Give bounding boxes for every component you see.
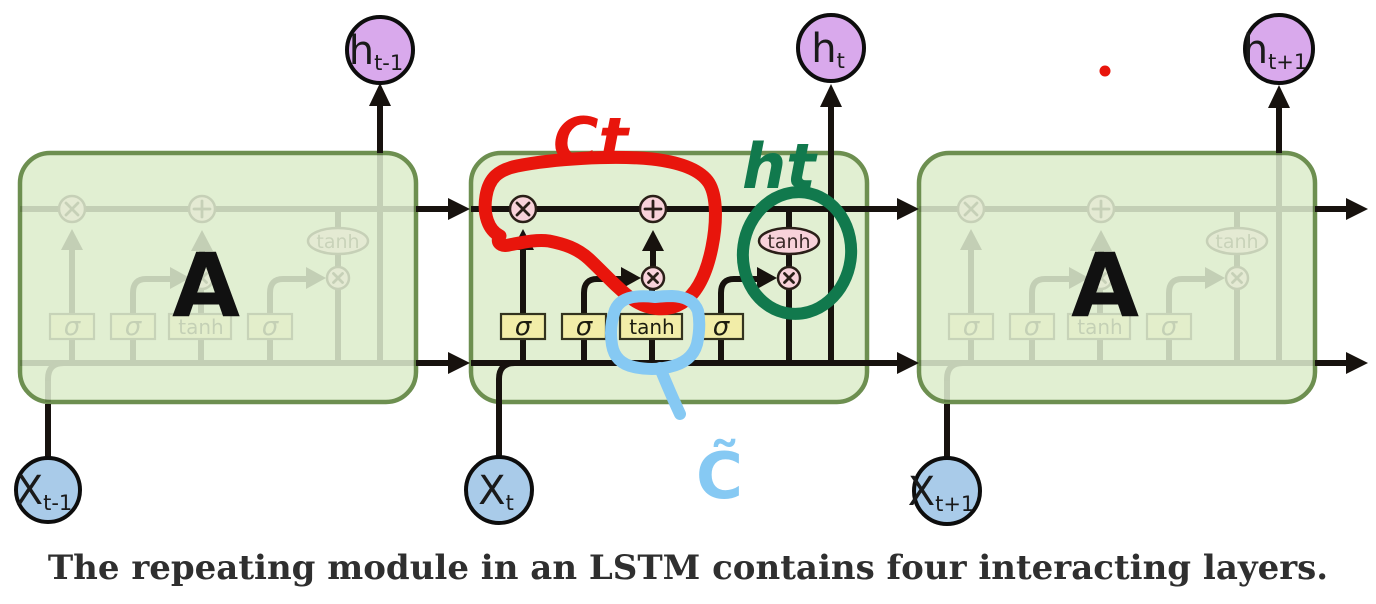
module-current: σ σ tanh σ tanh <box>471 153 868 402</box>
tanh-oval-label: tanh <box>767 231 810 253</box>
io-links: ht-1 ht ht+1 Xt-1 Xt Xt+1 <box>14 13 1315 526</box>
hand-annotations: Ct ht C̃ <box>478 65 1111 514</box>
sigma-gate-label: σ <box>64 312 82 342</box>
hidden-state-annotation: ht <box>742 130 818 203</box>
h-next-circle <box>1243 13 1315 85</box>
sigma-gate-label: σ <box>1024 312 1042 342</box>
x-next-circle <box>912 456 982 526</box>
candidate-gate-label: tanh <box>629 315 674 339</box>
connector-arrows <box>416 198 1368 374</box>
cell-state-annotation: Ct <box>553 104 631 177</box>
sigma-gate-label: σ <box>262 312 280 342</box>
module-next: σ σ tanh σ tanh A <box>919 153 1316 402</box>
hidden-state-loop <box>736 186 858 320</box>
module-internals-ghost: σ σ tanh σ tanh <box>919 153 1316 402</box>
cell-state-loop <box>478 150 722 316</box>
module-internals-ghost: σ σ tanh σ tanh <box>20 153 417 402</box>
h-prev-circle <box>345 15 415 85</box>
tanh-oval-label: tanh <box>316 231 359 253</box>
input-gate-label: σ <box>576 312 594 342</box>
x-next-label: Xt+1 <box>908 469 975 516</box>
caption: The repeating module in an LSTM contains… <box>48 548 1328 588</box>
x-t-circle <box>464 455 534 525</box>
h-t-label: ht <box>811 26 845 73</box>
tanh-oval-label: tanh <box>1215 231 1258 253</box>
h-prev-label: ht-1 <box>349 28 404 75</box>
h-next-label: ht+1 <box>1243 27 1308 74</box>
x-prev-circle <box>14 456 82 524</box>
module-a-label: A <box>172 234 240 337</box>
x-prev-label: Xt-1 <box>16 468 73 515</box>
forget-gate-label: σ <box>515 312 533 342</box>
tanh-gate-label: tanh <box>178 315 223 339</box>
sigma-gate-label: σ <box>963 312 981 342</box>
red-dot <box>1099 65 1111 77</box>
h-t-circle <box>796 13 866 83</box>
module-previous: σ σ tanh σ tanh A <box>20 153 417 402</box>
x-t-label: Xt <box>478 468 514 515</box>
sigma-gate-label: σ <box>1161 312 1179 342</box>
module-a-label: A <box>1071 234 1139 337</box>
sigma-gate-label: σ <box>125 312 143 342</box>
candidate-loop <box>605 290 706 375</box>
output-gate-label: σ <box>713 312 731 342</box>
tanh-gate-label: tanh <box>1077 315 1122 339</box>
candidate-annotation: C̃ <box>696 438 743 514</box>
candidate-loop-tail <box>654 362 686 420</box>
